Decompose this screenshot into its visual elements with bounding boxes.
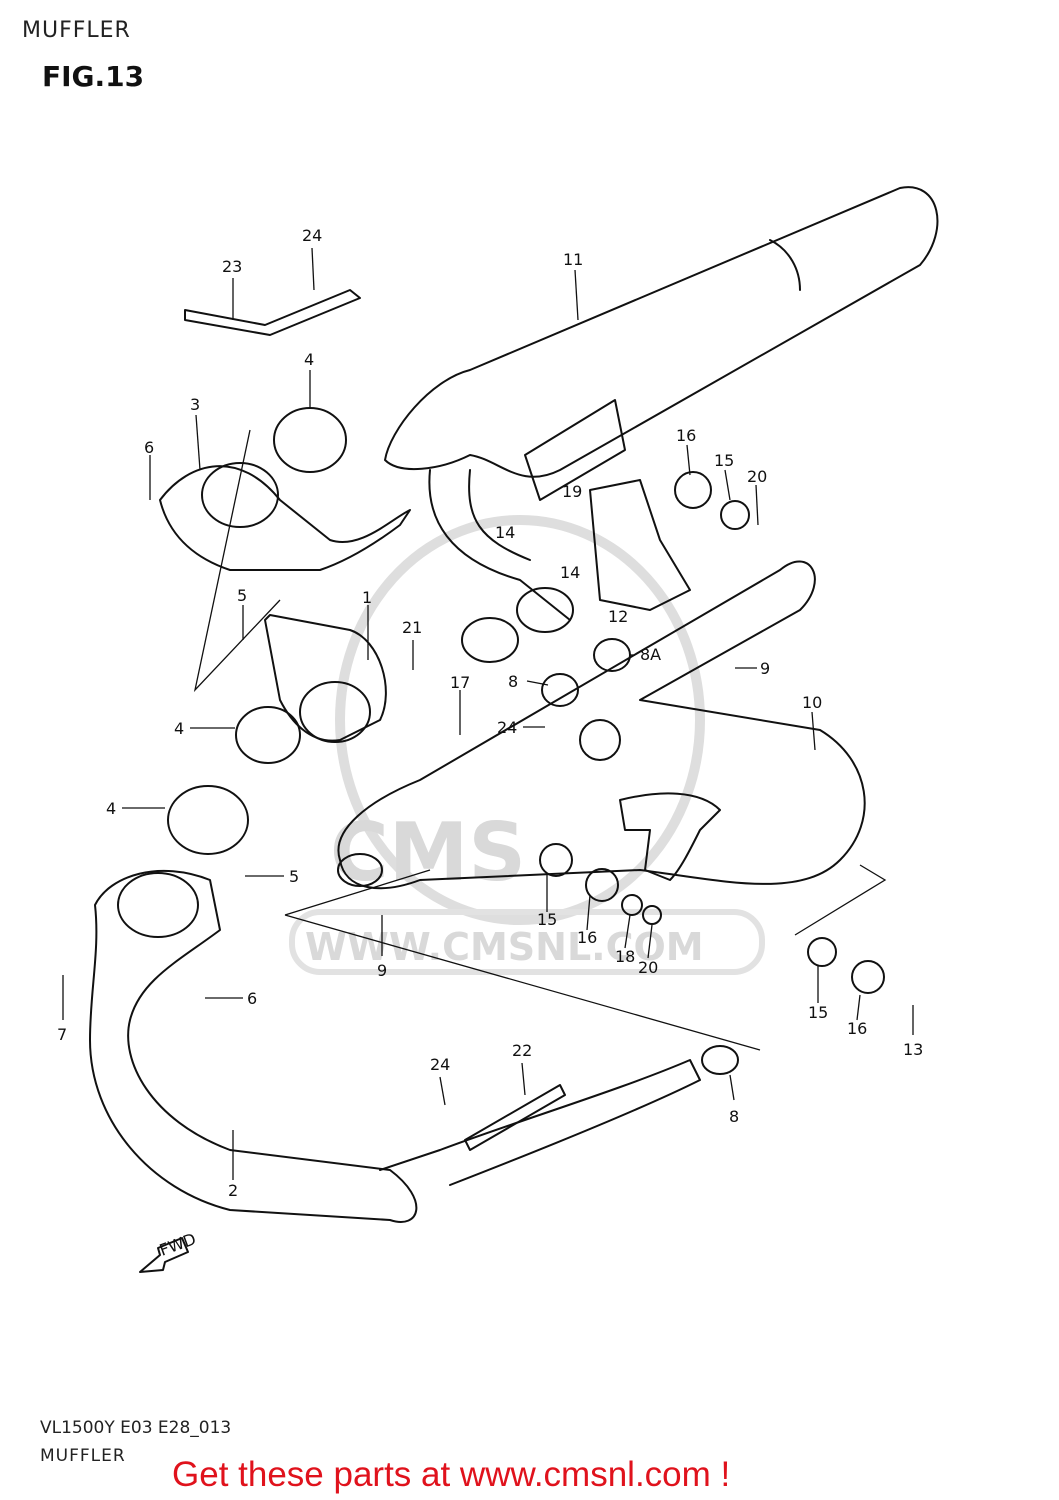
callout-16: 16: [676, 426, 696, 445]
forward-direction-marker: FWD: [139, 1229, 199, 1273]
watermark-url: WWW.CMSNL.COM: [305, 925, 704, 969]
fwd-label: FWD: [157, 1229, 199, 1260]
callout-5: 5: [237, 586, 247, 605]
callout-23: 23: [222, 257, 242, 276]
callout-6: 6: [144, 438, 154, 457]
callout-15: 15: [808, 1003, 828, 1022]
callout-6: 6: [247, 989, 257, 1008]
callout-2: 2: [228, 1181, 238, 1200]
callout-24: 24: [497, 718, 517, 737]
callout-24: 24: [430, 1055, 450, 1074]
callout-5: 5: [289, 867, 299, 886]
callout-24: 24: [302, 226, 322, 245]
callouts: 24 23 11 4 3 6 16 15 20 19 14 14 12 5 1 …: [57, 226, 923, 1200]
watermark-brand: CMS: [330, 806, 526, 899]
footer-section-title: MUFFLER: [40, 1446, 126, 1466]
callout-3: 3: [190, 395, 200, 414]
callout-12: 12: [608, 607, 628, 626]
callout-11: 11: [563, 250, 583, 269]
model-code: VL1500Y E03 E28_013: [40, 1418, 232, 1438]
callout-19: 19: [562, 482, 582, 501]
callout-4: 4: [304, 350, 314, 369]
watermark: CMS WWW.CMSNL.COM: [289, 515, 765, 975]
callout-15: 15: [714, 451, 734, 470]
callout-4: 4: [106, 799, 116, 818]
callout-15: 15: [537, 910, 557, 929]
callout-22: 22: [512, 1041, 532, 1060]
callout-20: 20: [638, 958, 658, 977]
gaskets: [167, 289, 885, 1151]
callout-20: 20: [747, 467, 767, 486]
callout-9: 9: [377, 961, 387, 980]
rear-exhaust-pipe: [89, 869, 739, 1223]
callout-7: 7: [57, 1025, 67, 1044]
callout-8: 8: [508, 672, 518, 691]
callout-13: 13: [903, 1040, 923, 1059]
callout-16: 16: [847, 1019, 867, 1038]
callout-4: 4: [174, 719, 184, 738]
callout-14: 14: [560, 563, 580, 582]
figure-label: FIG.13: [42, 60, 145, 93]
callout-8a: 8A: [640, 645, 661, 664]
callout-1: 1: [362, 588, 372, 607]
lower-rear-muffler: [337, 560, 866, 890]
callout-18: 18: [615, 947, 635, 966]
callout-16: 16: [577, 928, 597, 947]
section-title: MUFFLER: [22, 18, 131, 43]
leader-lines: [62, 247, 914, 1180]
callout-10: 10: [802, 693, 822, 712]
upper-muffler: [384, 186, 939, 663]
callout-14: 14: [495, 523, 515, 542]
callout-21: 21: [402, 618, 422, 637]
callout-8: 8: [729, 1107, 739, 1126]
callout-17: 17: [450, 673, 470, 692]
callout-9: 9: [760, 659, 770, 678]
parts-store-link[interactable]: Get these parts at www.cmsnl.com !: [172, 1455, 731, 1494]
